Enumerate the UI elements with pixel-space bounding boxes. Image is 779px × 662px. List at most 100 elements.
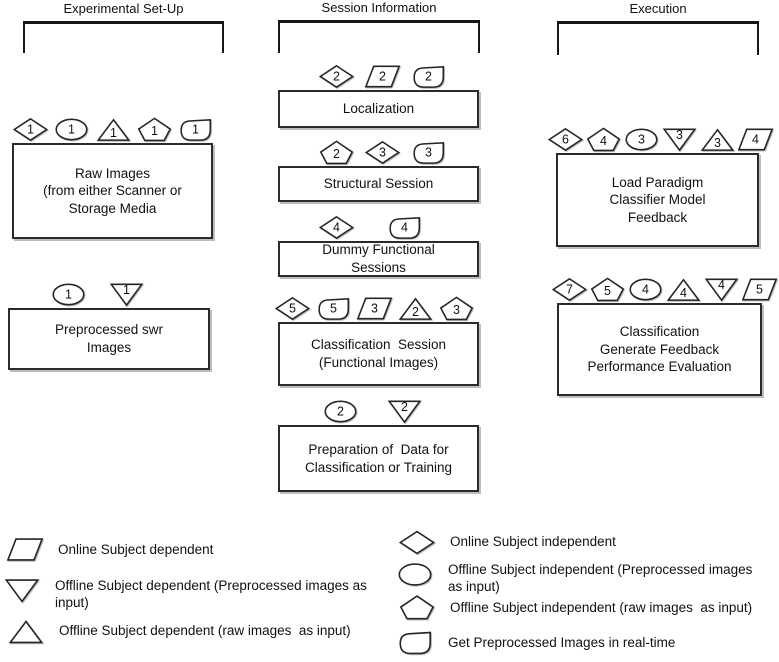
node-localization: Localization (278, 90, 479, 128)
svg-text:7: 7 (566, 283, 573, 297)
svg-text:1: 1 (123, 283, 130, 297)
triangle-down-marker: 2 (386, 398, 423, 425)
oval-marker: 3 (623, 126, 660, 153)
column-title-session-information: Session Information (321, 0, 437, 15)
legend-label: Offline Subject dependent (raw images as… (59, 623, 351, 638)
parallelogram-marker: 3 (356, 295, 393, 322)
legend-label: Online Subject dependent (58, 542, 214, 557)
diamond-marker: 5 (274, 295, 311, 322)
pentagon-marker: 4 (585, 126, 622, 153)
realtime-marker: 2 (410, 63, 447, 90)
oval-icon (396, 561, 434, 588)
svg-text:2: 2 (401, 400, 408, 414)
svg-text:5: 5 (604, 284, 611, 298)
triangle-up-marker: 3 (699, 126, 736, 153)
svg-text:1: 1 (68, 123, 75, 137)
parallelogram-marker: 2 (364, 63, 401, 90)
triangle-up-marker: 4 (665, 276, 702, 303)
diamond-marker: 2 (318, 63, 355, 90)
pentagon-marker: 3 (438, 295, 475, 322)
node-load-paradigm: Load Paradigm Classifier Model Feedback (556, 153, 759, 247)
oval-marker: 1 (53, 116, 90, 143)
column-title-experimental-setup: Experimental Set-Up (63, 1, 184, 16)
svg-text:4: 4 (752, 133, 759, 147)
legend-label: Online Subject independent (450, 534, 616, 549)
diamond-marker: 1 (12, 116, 49, 143)
structural-session-marker-row: 2 3 3 (318, 139, 447, 166)
svg-text:1: 1 (110, 126, 117, 140)
load-paradigm-marker-row: 6 4 3 3 3 4 (547, 126, 774, 153)
classification-session-marker-row: 5 5 3 2 3 (274, 295, 475, 322)
svg-text:1: 1 (65, 288, 72, 302)
triangle-down-marker: 3 (661, 126, 698, 153)
svg-text:5: 5 (330, 302, 337, 316)
svg-text:4: 4 (680, 286, 687, 300)
diamond-marker: 7 (551, 276, 588, 303)
parallelogram-marker: 4 (737, 126, 774, 153)
realtime-marker: 5 (315, 295, 352, 322)
realtime-icon (396, 629, 434, 656)
column-title-execution: Execution (629, 1, 687, 16)
session-information-bracket (278, 20, 480, 53)
svg-text:4: 4 (600, 134, 607, 148)
legend-label: Offline Subject dependent (Preprocessed … (55, 578, 367, 610)
svg-text:4: 4 (642, 283, 649, 297)
svg-text:1: 1 (151, 124, 158, 138)
legend-item-online-subject-independent: Online Subject independent (398, 529, 616, 556)
realtime-marker: 3 (410, 139, 447, 166)
svg-text:1: 1 (192, 123, 199, 137)
pentagon-marker: 2 (318, 139, 355, 166)
svg-text:3: 3 (714, 136, 721, 150)
node-classification-feedback: Classification Generate Feedback Perform… (557, 303, 762, 396)
diamond-marker: 3 (364, 139, 401, 166)
legend-item-offline-independent-raw: Offline Subject independent (raw images … (398, 594, 752, 621)
svg-text:2: 2 (337, 405, 344, 419)
legend-item-get-preprocessed-realtime: Get Preprocessed Images in real-time (396, 629, 675, 656)
diamond-marker: 6 (547, 126, 584, 153)
svg-text:2: 2 (425, 70, 432, 84)
parallelogram-marker: 5 (741, 276, 778, 303)
triangle-up-marker: 1 (95, 116, 132, 143)
svg-text:2: 2 (412, 305, 419, 319)
triangle-up-marker: 2 (397, 295, 434, 322)
legend-item-offline-dependent-preprocessed: Offline Subject dependent (Preprocessed … (3, 577, 367, 611)
svg-text:4: 4 (718, 278, 725, 292)
svg-text:2: 2 (333, 147, 340, 161)
oval-marker: 2 (322, 398, 359, 425)
svg-text:4: 4 (333, 221, 340, 235)
svg-text:6: 6 (562, 133, 569, 147)
pentagon-icon (398, 594, 436, 621)
triangle-down-marker: 1 (108, 281, 145, 308)
svg-text:3: 3 (453, 303, 460, 317)
svg-text:3: 3 (638, 133, 645, 147)
legend-label: Offline Subject independent (raw images … (450, 600, 753, 615)
node-structural-session: Structural Session (278, 166, 479, 202)
node-preprocessed-swr-images: Preprocessed swr Images (8, 308, 210, 370)
triangle-up-icon (7, 618, 45, 645)
svg-text:2: 2 (379, 70, 386, 84)
raw-images-marker-row: 1 1 1 1 1 (12, 116, 214, 143)
legend-item-offline-dependent-raw: Offline Subject dependent (raw images as… (7, 618, 351, 645)
svg-text:1: 1 (27, 123, 34, 137)
svg-text:3: 3 (379, 146, 386, 160)
pentagon-marker: 1 (136, 116, 173, 143)
svg-text:3: 3 (676, 128, 683, 142)
experimental-setup-bracket (23, 21, 224, 53)
legend-label: Get Preprocessed Images in real-time (448, 635, 676, 650)
svg-text:2: 2 (333, 70, 340, 84)
svg-text:3: 3 (371, 302, 378, 316)
triangle-down-marker: 4 (703, 276, 740, 303)
parallelogram-icon (6, 536, 44, 563)
legend-item-offline-independent-preprocessed: Offline Subject independent (Preprocesse… (396, 561, 752, 595)
realtime-marker: 4 (386, 214, 423, 241)
svg-text:4: 4 (401, 221, 408, 235)
svg-text:3: 3 (425, 146, 432, 160)
node-classification-session: Classification Session (Functional Image… (278, 322, 479, 386)
diamond-marker: 4 (318, 214, 355, 241)
classification-feedback-marker-row: 7 5 4 4 4 5 (551, 276, 778, 303)
realtime-marker: 1 (177, 116, 214, 143)
